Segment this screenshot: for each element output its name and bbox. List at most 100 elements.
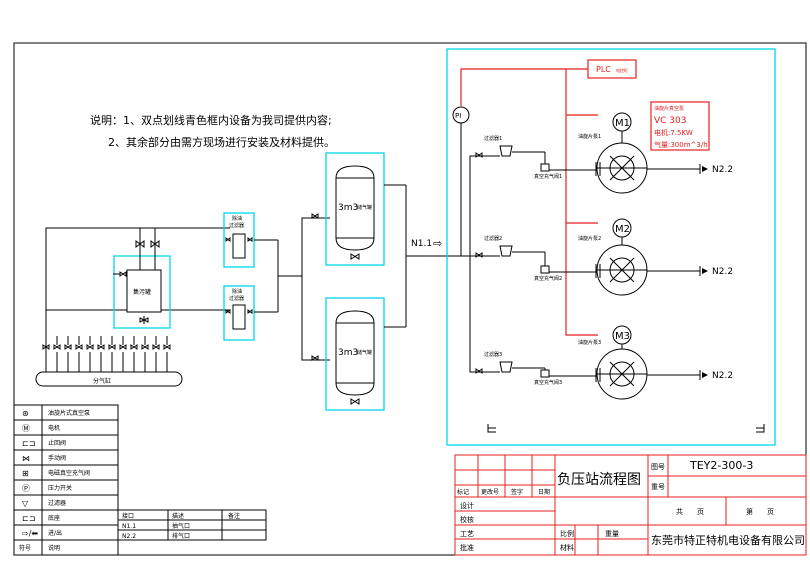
svg-text:签字: 签字	[511, 488, 523, 496]
svg-text:备注: 备注	[228, 512, 240, 520]
manual-valve-icon	[53, 344, 61, 350]
svg-text:接口: 接口	[122, 512, 134, 520]
svg-text:标记: 标记	[457, 488, 469, 496]
manual-valve-icon	[42, 344, 50, 350]
plc-label: PLC	[596, 65, 611, 74]
pump-spec-power: 电机:7.5KW	[654, 128, 693, 137]
legend-desc-header: 说明	[48, 544, 60, 552]
feed-line	[45, 227, 230, 372]
manual-valve-icon	[119, 344, 127, 350]
legend-label: 压力开关	[48, 484, 72, 492]
svg-text:校核: 校核	[460, 515, 474, 524]
pump-label: 油旋片泵1	[578, 133, 601, 140]
manifold	[35, 371, 183, 387]
svg-text:过滤器: 过滤器	[229, 222, 244, 229]
legend-label: 油旋片式真空泵	[48, 409, 90, 417]
svg-text:储气罐: 储气罐	[357, 349, 372, 356]
legend-label: 进/出	[48, 529, 62, 537]
fill-valve-icon	[540, 163, 550, 172]
sheet-number: 第 页	[746, 507, 774, 516]
drawing-frame	[13, 42, 807, 556]
svg-text:日期: 日期	[538, 488, 550, 496]
manual-valve-icon	[108, 344, 116, 350]
pump-label: 油旋片泵2	[578, 235, 601, 242]
note-line-1: 说明：1、双点划线青色框内设备为我司提供内容;	[90, 113, 332, 127]
svg-text:重号: 重号	[651, 483, 665, 491]
outlet-label: N2.2	[712, 267, 733, 277]
oil-filter-2: 除油 过滤器	[223, 285, 255, 341]
svg-text:重量: 重量	[605, 530, 619, 538]
collector-tank-label: 集污罐	[133, 288, 151, 296]
pump-station-box	[446, 48, 776, 446]
legend-symbol-icon: ⇨/⬅	[22, 529, 38, 538]
svg-text:除油: 除油	[232, 288, 242, 295]
legend-symbol-icon: ▽	[22, 499, 29, 508]
pump-filter-label: 过滤器2	[484, 235, 502, 242]
collector-tank	[126, 269, 162, 313]
manifold-branch-valves	[42, 336, 171, 372]
inlet-arrow-icon: ⇨	[433, 237, 442, 250]
pump-spec-flow: 气量:300m^3/h	[654, 140, 708, 149]
legend-symbol-icon: ⊏⊐	[22, 514, 35, 523]
drain-valve-icon	[139, 316, 149, 324]
base-left-icon	[487, 424, 496, 433]
pump-spec-model: VC 303	[654, 116, 686, 126]
pump-trains: 过滤器1真空充气阀1油旋片泵1M1N2.2过滤器2真空充气阀2油旋片泵2M2N2…	[484, 112, 733, 400]
legend-label: 过滤器	[48, 499, 66, 507]
manual-valve-icon	[163, 344, 171, 350]
manual-valve-icon	[135, 240, 160, 248]
inlet-label: N1.1	[411, 239, 432, 249]
base-right-icon	[756, 424, 765, 433]
svg-text:材料: 材料	[560, 543, 574, 552]
port-desc: 排气口	[172, 532, 190, 540]
pump-label: 油旋片泵3	[578, 339, 601, 346]
storage-tank-1: 3m3 储气罐	[325, 152, 385, 266]
pump-filter-label: 过滤器3	[484, 351, 502, 358]
motor-label: M3	[615, 331, 630, 342]
diagram-title: 负压站流程图	[557, 472, 641, 488]
manifold-label: 分气缸	[93, 377, 111, 385]
pump-spec-title: 油旋片真空泵	[654, 105, 684, 112]
port-code: N2.2	[122, 533, 136, 540]
port-desc: 抽气口	[172, 522, 190, 530]
fill-valve-icon	[540, 265, 550, 274]
tank-feed-line	[278, 217, 330, 277]
pump-inlet-valve-icon	[475, 152, 483, 374]
manual-valve-icon	[75, 344, 83, 350]
collector-tank-box	[113, 255, 171, 329]
legend-symbol-icon: ⊛	[22, 409, 29, 418]
legend-symbol-header: 符号	[19, 544, 31, 552]
legend-symbol-icon: Ⓟ	[22, 484, 30, 493]
svg-text:设计: 设计	[460, 501, 474, 510]
motor-label: M2	[615, 224, 630, 235]
manual-valve-icon	[64, 344, 72, 350]
fill-valve-label: 真空充气阀2	[534, 275, 562, 282]
legend-symbol-icon: ⊏⊐	[22, 439, 35, 448]
manual-valve-icon	[130, 344, 138, 350]
port-code: N1.1	[122, 523, 136, 530]
pump-filter-label: 过滤器1	[484, 135, 502, 142]
svg-text:电控柜: 电控柜	[616, 67, 628, 73]
legend-symbol-icon: Ⓜ	[22, 424, 30, 433]
svg-text:描述: 描述	[172, 512, 184, 520]
svg-text:除油: 除油	[232, 215, 242, 222]
svg-text:比例: 比例	[560, 529, 574, 538]
manual-valve-icon	[152, 344, 160, 350]
manual-valve-icon	[141, 344, 149, 350]
drawing-number: TEY2-300-3	[689, 459, 753, 472]
legend-label: 手动阀	[48, 454, 66, 462]
legend-label: 止回阀	[48, 439, 66, 447]
svg-text:图号: 图号	[651, 463, 665, 471]
company-name: 东莞市特正特机电设备有限公司	[651, 533, 805, 547]
svg-text:过滤器: 过滤器	[229, 295, 244, 302]
legend-label: 电磁真空充气阀	[48, 469, 90, 477]
plc-signal-line	[460, 68, 588, 106]
pump-spec-box	[650, 101, 710, 151]
outlet-label: N2.2	[712, 165, 733, 175]
title-block: 负压站流程图 图号 TEY2-300-3 重号 标记 更改号 签字 日期 设计 …	[454, 454, 807, 556]
manual-valve-icon	[97, 344, 105, 350]
